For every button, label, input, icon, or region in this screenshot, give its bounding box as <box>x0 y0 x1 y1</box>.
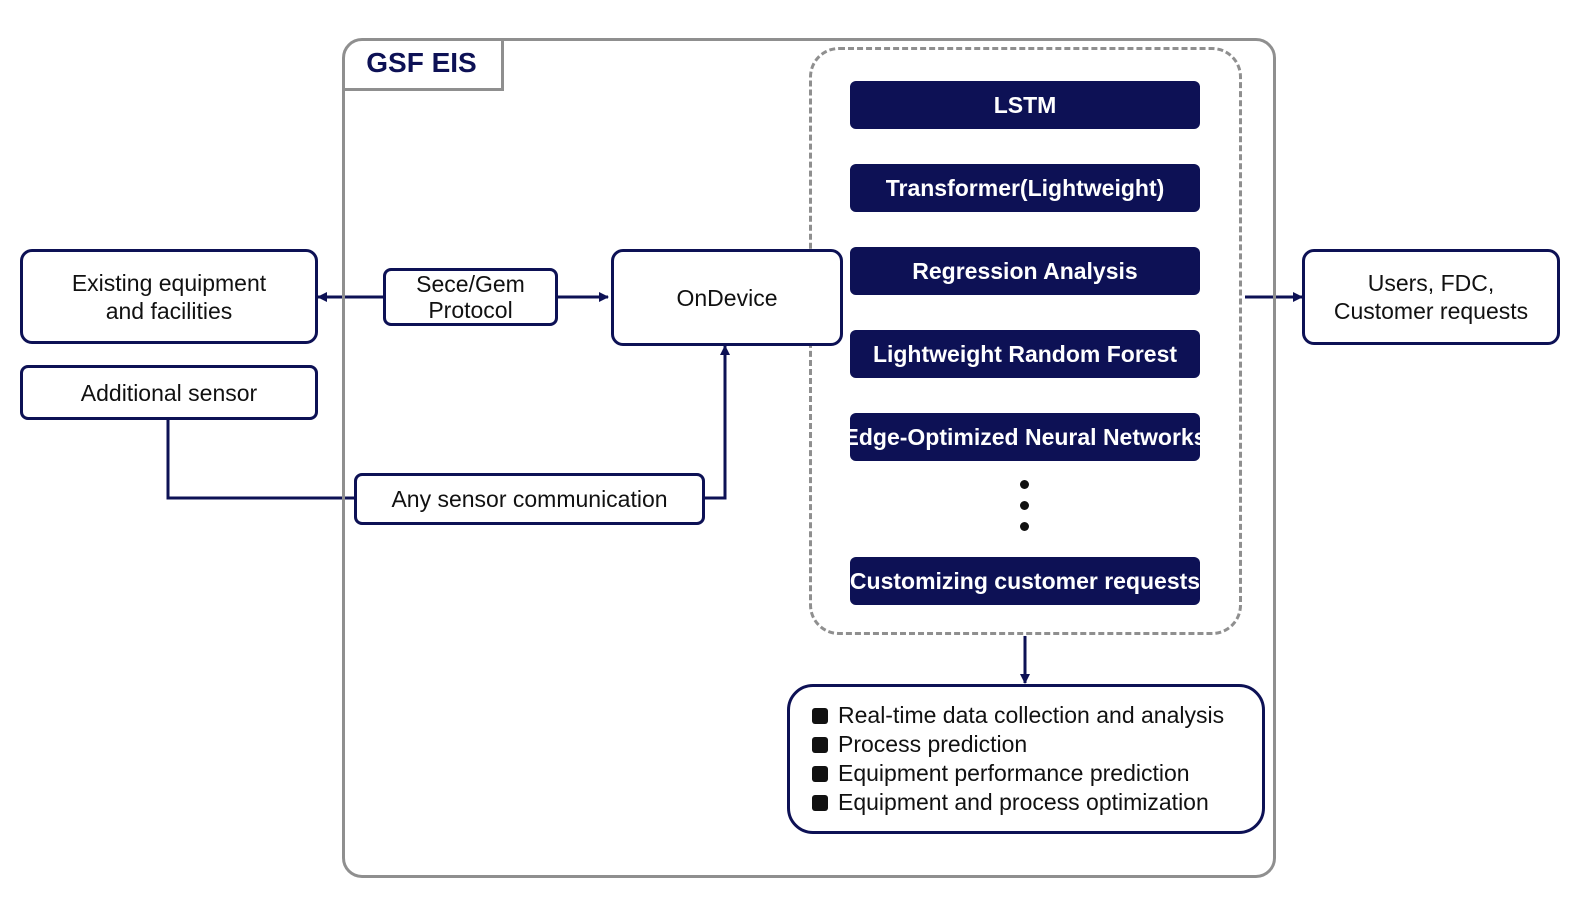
bullet-square-icon <box>812 794 828 811</box>
protocol-line1: Sece/Gem <box>416 271 525 297</box>
outputs-box: Real-time data collection and analysis P… <box>787 684 1265 834</box>
protocol-line2: Protocol <box>428 297 513 323</box>
bullet-square-icon <box>812 736 828 753</box>
output-label: Equipment and process optimization <box>838 789 1209 815</box>
model-edge-nn: Edge-Optimized Neural Networks <box>844 413 1206 461</box>
ellipsis-icon <box>1018 480 1030 543</box>
output-item: Equipment performance prediction <box>812 759 1262 788</box>
bullet-square-icon <box>812 707 828 724</box>
existing-equipment-box: Existing equipment and facilities <box>20 249 318 344</box>
ondevice-box: OnDevice <box>611 249 843 346</box>
additional-sensor-box: Additional sensor <box>20 365 318 420</box>
additional-sensor-label: Additional sensor <box>80 379 258 406</box>
sensor-communication-label: Any sensor communication <box>391 486 668 512</box>
existing-equipment-line2: and facilities <box>105 297 233 324</box>
users-line1: Users, FDC, <box>1367 270 1495 296</box>
users-box: Users, FDC, Customer requests <box>1302 249 1560 345</box>
model-regression: Regression Analysis <box>850 247 1200 295</box>
gsf-eis-frame <box>342 38 1276 878</box>
protocol-box: Sece/Gem Protocol <box>383 268 558 326</box>
output-item: Real-time data collection and analysis <box>812 701 1262 730</box>
model-transformer: Transformer(Lightweight) <box>850 164 1200 212</box>
bullet-square-icon <box>812 765 828 782</box>
gsf-eis-title: GSF EIS <box>342 38 504 91</box>
existing-equipment-line1: Existing equipment <box>71 269 267 296</box>
line-sensor-to-comm <box>166 417 354 500</box>
model-lstm: LSTM <box>850 81 1200 129</box>
model-customizing: Customizing customer requests <box>850 557 1200 605</box>
sensor-communication-box: Any sensor communication <box>354 473 705 525</box>
output-label: Equipment performance prediction <box>838 760 1190 786</box>
users-line2: Customer requests <box>1333 298 1529 324</box>
ondevice-label: OnDevice <box>676 284 778 311</box>
output-item: Process prediction <box>812 730 1262 759</box>
output-label: Real-time data collection and analysis <box>838 702 1225 728</box>
output-item: Equipment and process optimization <box>812 788 1262 817</box>
output-label: Process prediction <box>838 731 1028 757</box>
model-random-forest: Lightweight Random Forest <box>850 330 1200 378</box>
arrow-comm-to-ondevice <box>705 345 730 500</box>
